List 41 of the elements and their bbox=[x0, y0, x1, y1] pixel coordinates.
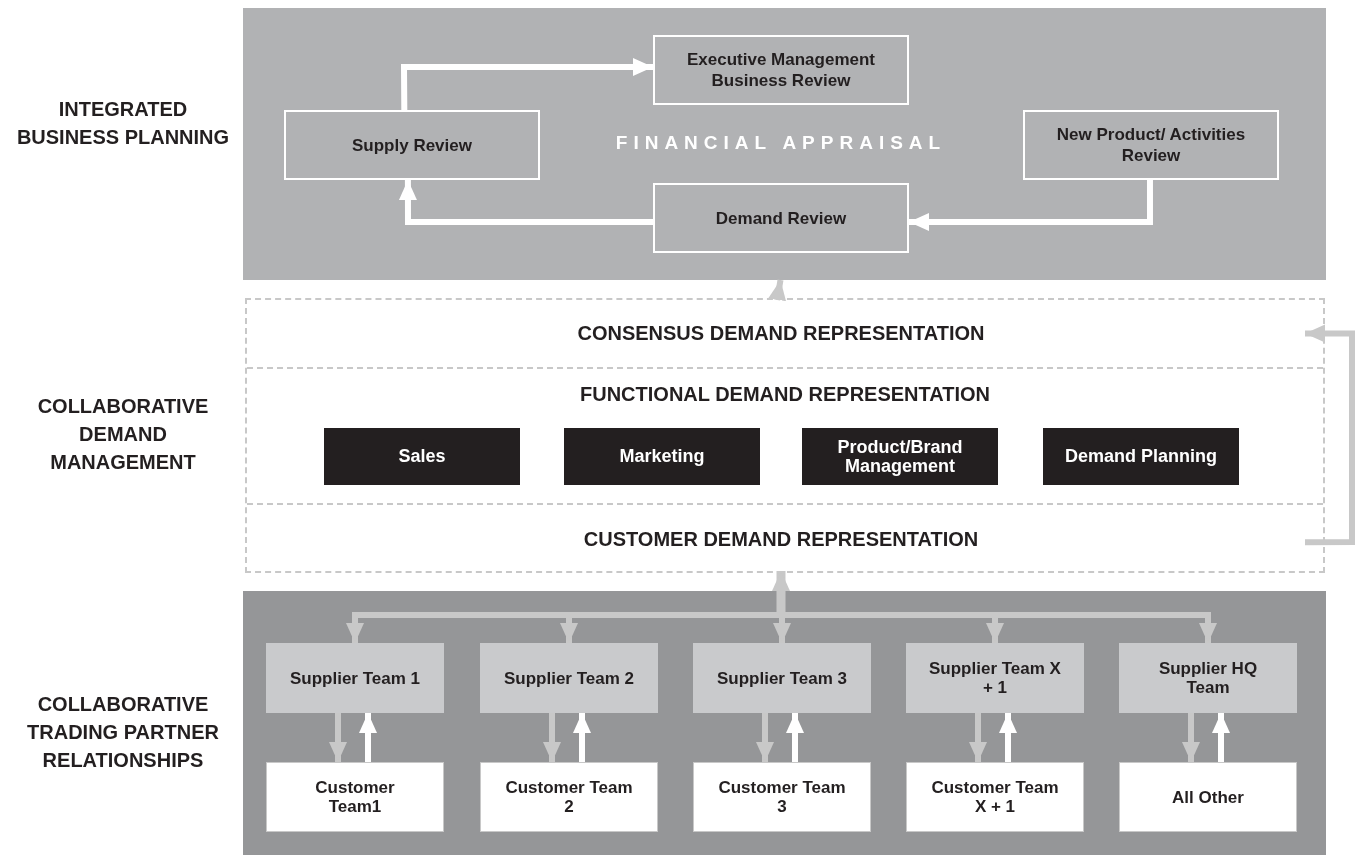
arrow bbox=[1305, 324, 1355, 546]
review-box: Supply Review bbox=[284, 110, 540, 180]
layer-title: CUSTOMER DEMAND REPRESENTATION bbox=[583, 527, 979, 551]
function-box: Sales bbox=[324, 428, 520, 485]
team-box: Supplier Team 3 bbox=[693, 643, 871, 713]
team-box: Supplier HQ Team bbox=[1119, 643, 1297, 713]
function-box: Marketing bbox=[564, 428, 760, 485]
tier-heading: COLLABORATIVE DEMAND MANAGEMENT bbox=[36, 394, 210, 475]
team-box: Customer Team1 bbox=[266, 762, 444, 832]
team-box: Supplier Team 2 bbox=[480, 643, 658, 713]
arrow bbox=[786, 713, 804, 762]
tier-heading: INTEGRATED BUSINESS PLANNING bbox=[16, 97, 230, 150]
arrow bbox=[999, 713, 1017, 762]
arrow bbox=[359, 713, 377, 762]
review-box: Executive Management Business Review bbox=[653, 35, 909, 105]
arrow bbox=[543, 713, 561, 762]
review-box: Demand Review bbox=[653, 183, 909, 253]
arrow bbox=[1182, 713, 1200, 762]
function-box: Product/Brand Management bbox=[802, 428, 998, 485]
team-box: Customer Team 3 bbox=[693, 762, 871, 832]
team-box: Supplier Team X + 1 bbox=[906, 643, 1084, 713]
layer-title: CONSENSUS DEMAND REPRESENTATION bbox=[577, 322, 985, 345]
layer-title: FUNCTIONAL DEMAND REPRESENTATION bbox=[580, 383, 990, 406]
team-box: Customer Team 2 bbox=[480, 762, 658, 832]
team-box: All Other bbox=[1119, 762, 1297, 832]
team-box: Supplier Team 1 bbox=[266, 643, 444, 713]
tier-heading: COLLABORATIVE TRADING PARTNER RELATIONSHIPS bbox=[26, 692, 220, 773]
arrow bbox=[969, 713, 987, 762]
arrow bbox=[909, 180, 1153, 231]
arrow bbox=[573, 713, 591, 762]
overlay-caption: FINANCIAL APPRAISAL bbox=[614, 131, 948, 155]
function-box: Demand Planning bbox=[1043, 428, 1239, 485]
layer-band bbox=[247, 367, 1323, 505]
arrow bbox=[400, 58, 653, 110]
arrow bbox=[329, 713, 347, 762]
arrow bbox=[398, 180, 653, 225]
review-box: New Product/ Activities Review bbox=[1023, 110, 1279, 180]
team-box: Customer Team X + 1 bbox=[906, 762, 1084, 832]
arrow bbox=[756, 713, 774, 762]
arrow bbox=[1212, 713, 1230, 762]
arrow bbox=[768, 279, 787, 302]
